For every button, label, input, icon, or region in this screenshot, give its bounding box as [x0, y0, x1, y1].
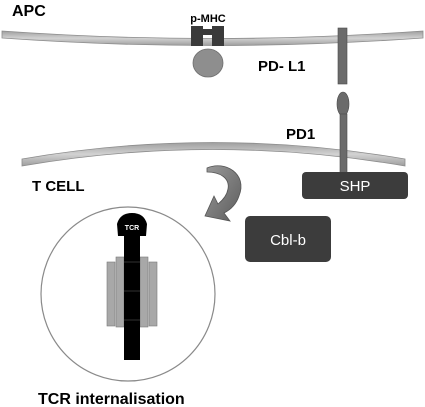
tcr-complex	[117, 213, 147, 360]
cd3-chains	[106, 256, 158, 328]
pmhc-label: p-MHC	[190, 13, 225, 25]
mhc-right-chain	[212, 26, 224, 46]
cblb-label: Cbl-b	[270, 232, 306, 249]
pd1-head	[336, 91, 350, 117]
tcr-label: TCR	[125, 225, 139, 232]
tcr-stalk	[124, 234, 140, 360]
cblb-box	[245, 216, 331, 262]
apc-membrane	[1, 30, 424, 46]
caption-label: TCR internalisation	[38, 391, 185, 407]
mhc-domain	[192, 48, 224, 78]
pmhc-complex	[191, 26, 224, 78]
pdl1-label: PD- L1	[258, 58, 306, 75]
tcell-label: T CELL	[32, 178, 85, 195]
shp-box	[302, 172, 408, 199]
mhc-left-chain	[191, 26, 203, 46]
curved-arrow-icon	[204, 165, 242, 222]
cd3-right-outer	[148, 261, 158, 327]
pd1-stalk	[339, 113, 348, 177]
pd1-receptor	[336, 91, 350, 177]
cd3-right-inner	[139, 256, 149, 328]
apc-label: APC	[12, 3, 46, 20]
pd1-label: PD1	[286, 126, 315, 143]
tcr-head	[117, 213, 147, 236]
mhc-peptide	[203, 29, 212, 35]
tcell-membrane	[21, 142, 406, 167]
cd3-left-inner	[115, 256, 125, 328]
pdl1-receptor	[337, 27, 348, 85]
cd3-left-outer	[106, 261, 116, 327]
shp-label: SHP	[340, 178, 371, 195]
